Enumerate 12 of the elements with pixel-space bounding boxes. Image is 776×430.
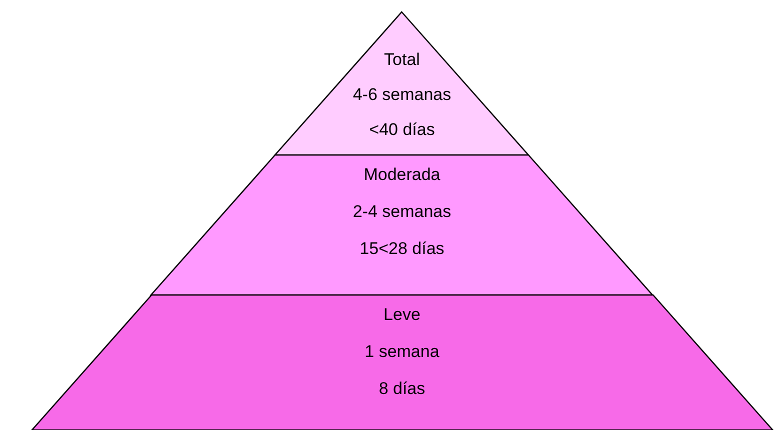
days-label: <40 días bbox=[369, 120, 435, 139]
pyramid-band bbox=[32, 295, 772, 430]
days-label: 8 días bbox=[378, 379, 426, 398]
level-label: Total bbox=[384, 50, 420, 69]
duration-label: 2-4 semanas bbox=[352, 202, 452, 221]
level-label: Moderada bbox=[364, 165, 440, 184]
duration-label: 4-6 semanas bbox=[352, 85, 452, 104]
pyramid-top-band bbox=[275, 12, 529, 155]
days-label: 15<28 días bbox=[360, 239, 444, 258]
level-label: Leve bbox=[384, 305, 420, 324]
duration-label: 1 semana bbox=[364, 342, 440, 361]
pyramid-band bbox=[151, 155, 653, 295]
